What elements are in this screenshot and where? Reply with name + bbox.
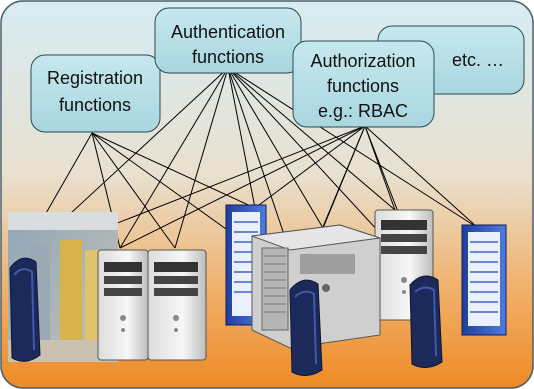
desktop-tower-1-icon (97, 249, 149, 361)
box-authorization-line-2: functions (327, 76, 399, 96)
tower-server-right-icon (461, 224, 507, 336)
box-etc-line-1: etc. … (452, 50, 504, 70)
desktop-tower-2-icon (147, 249, 207, 361)
cable-modem-right-icon (409, 275, 443, 368)
connector-lines (17, 67, 479, 283)
box-authentication-line-1: Authentication (171, 22, 285, 42)
cable-modem-center-icon (289, 279, 323, 376)
box-authentication: Authentication functions (154, 7, 302, 74)
box-authorization-line-3: e.g.: RBAC (318, 101, 408, 121)
box-authorization-line-1: Authorization (310, 51, 415, 71)
box-registration-line-1: Registration (47, 68, 143, 88)
box-registration-line-2: functions (59, 95, 131, 115)
cable-modem-left-icon (9, 257, 41, 362)
box-authentication-line-2: functions (192, 47, 264, 67)
box-registration: Registration functions (30, 54, 161, 133)
box-authorization: Authorization functions e.g.: RBAC (292, 40, 435, 128)
